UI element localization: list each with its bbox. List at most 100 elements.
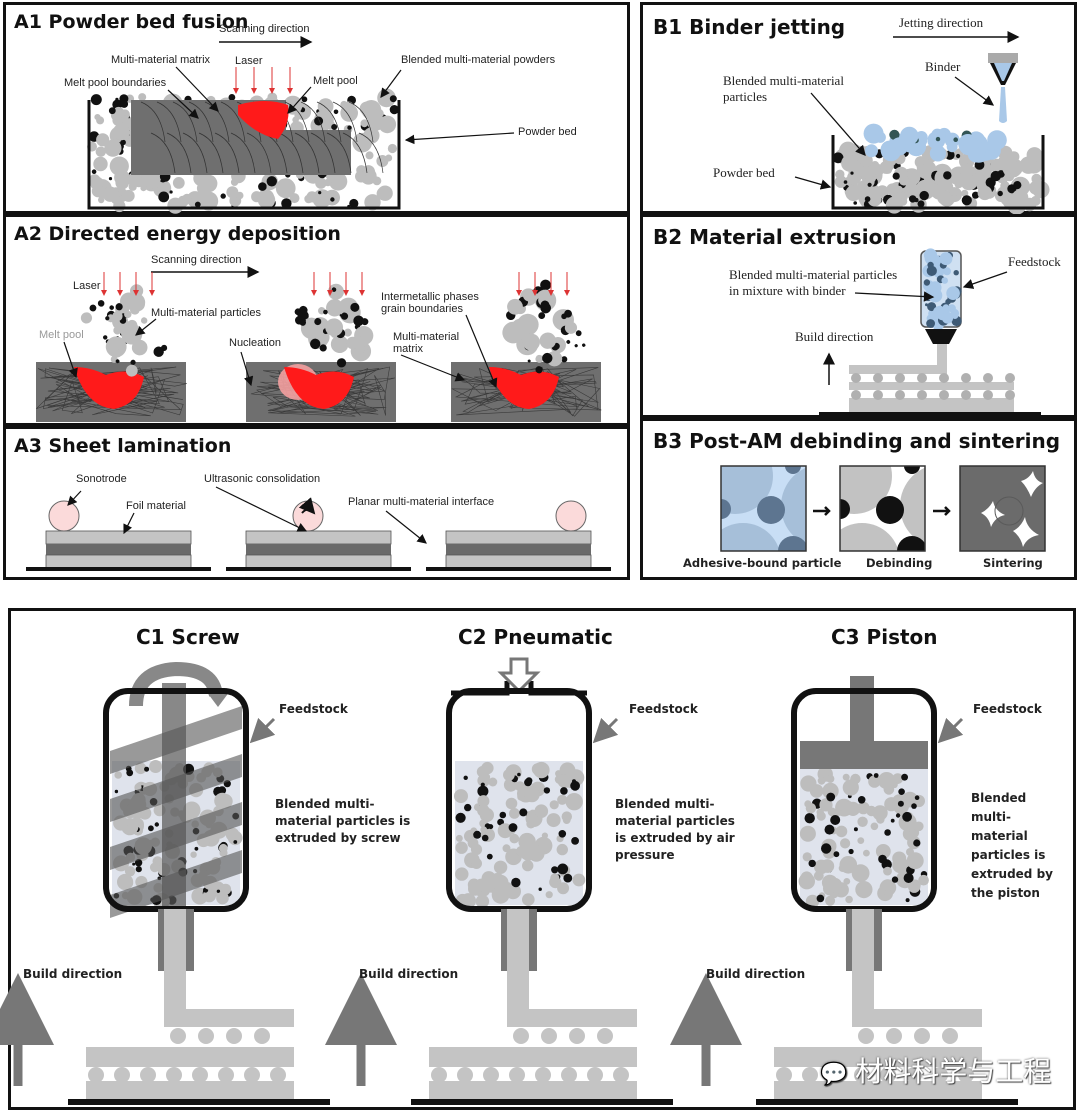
- particle: [225, 827, 240, 842]
- particle: [883, 866, 892, 876]
- particle: [326, 299, 344, 317]
- c3-feedstock-label: Feedstock: [973, 702, 1042, 716]
- nozzle-cap: [988, 53, 1018, 63]
- particle: [561, 313, 567, 320]
- c2-title: C2 Pneumatic: [458, 625, 613, 649]
- particle: [328, 172, 348, 191]
- melt-pool: [489, 367, 559, 409]
- watermark-text: 材料科学与工程: [855, 1056, 1052, 1087]
- label-blended-line1: Blended multi-material: [723, 73, 844, 88]
- particle: [132, 862, 136, 866]
- particle: [997, 190, 1003, 197]
- particle: [376, 155, 389, 167]
- melt-pool-boundary: [150, 132, 176, 174]
- bead: [886, 1028, 902, 1044]
- particle: [918, 874, 929, 886]
- particle: [355, 170, 366, 181]
- particle: [480, 826, 488, 834]
- particle: [802, 852, 812, 862]
- particle: [114, 771, 122, 779]
- particle: [355, 336, 367, 348]
- melt-pool-boundary: [342, 132, 368, 174]
- particle: [1032, 181, 1050, 199]
- melt-pool-boundary: [310, 132, 336, 174]
- particle: [304, 194, 313, 204]
- particle: [325, 318, 344, 337]
- particle: [564, 321, 578, 334]
- particle: [903, 186, 912, 194]
- step-label-sintering: Sintering: [983, 556, 1043, 570]
- extruder-pneumatic: [325, 657, 673, 1105]
- particle: [953, 270, 959, 276]
- particle: [524, 786, 540, 803]
- particle: [834, 809, 842, 816]
- particle: [376, 187, 390, 201]
- particle: [292, 116, 299, 124]
- particle: [522, 333, 540, 351]
- melt-pool-boundary: [332, 101, 358, 143]
- bead: [569, 1028, 585, 1044]
- particle: [855, 881, 873, 899]
- particle: [805, 894, 820, 909]
- bead: [198, 1028, 214, 1044]
- bead: [880, 1067, 896, 1083]
- particle: [340, 100, 348, 109]
- layer: [86, 1081, 294, 1099]
- particle: [845, 895, 853, 904]
- bead: [535, 1067, 551, 1083]
- binder-droplet: [999, 87, 1007, 123]
- particle: [488, 824, 494, 830]
- particle: [864, 177, 875, 188]
- layer: [849, 398, 1014, 412]
- b1-diagram: [794, 31, 1050, 215]
- particle: [199, 191, 219, 211]
- foil-bottom: [45, 554, 192, 569]
- c2-feedstock-label: Feedstock: [629, 702, 698, 716]
- particle: [319, 344, 327, 352]
- particle: [135, 866, 142, 873]
- lamination-stage: [426, 500, 611, 571]
- melt-pool: [238, 101, 289, 139]
- particle: [126, 319, 138, 331]
- particle: [475, 894, 490, 909]
- particle: [949, 187, 959, 197]
- particle: [140, 185, 147, 192]
- extrudate: [164, 909, 186, 1019]
- particle: [312, 189, 332, 209]
- particle: [108, 177, 113, 181]
- powder-bed-container: [831, 135, 1045, 210]
- particle: [477, 774, 491, 787]
- particle: [190, 851, 197, 858]
- particle: [194, 201, 201, 208]
- arrow-icon: [933, 506, 951, 516]
- layer: [774, 1047, 982, 1067]
- particle: [561, 356, 568, 363]
- panel-title: B1 Binder jetting: [653, 15, 846, 39]
- particle: [560, 787, 568, 795]
- particle: [364, 194, 381, 211]
- particle: [96, 116, 105, 125]
- particle: [826, 792, 836, 802]
- particle: [363, 127, 380, 144]
- particle: [819, 798, 833, 812]
- particle: [906, 852, 924, 870]
- particle: [535, 366, 543, 374]
- particle: [817, 776, 826, 785]
- extrudate: [852, 909, 874, 1019]
- foil-bottom: [245, 554, 392, 569]
- label-matrix-line1: Multi-material: [393, 331, 460, 343]
- debinding-image: [840, 466, 925, 551]
- particle: [154, 822, 159, 827]
- particle: [465, 853, 474, 862]
- label-laser: Laser: [235, 55, 263, 67]
- particle: [543, 787, 551, 794]
- particle: [318, 191, 322, 195]
- particle: [826, 774, 835, 783]
- bead: [873, 373, 883, 383]
- bead: [509, 1067, 525, 1083]
- bead: [114, 1067, 130, 1083]
- particle: [1019, 156, 1038, 174]
- particle: [905, 898, 910, 903]
- particle: [131, 339, 148, 356]
- particle: [336, 358, 347, 368]
